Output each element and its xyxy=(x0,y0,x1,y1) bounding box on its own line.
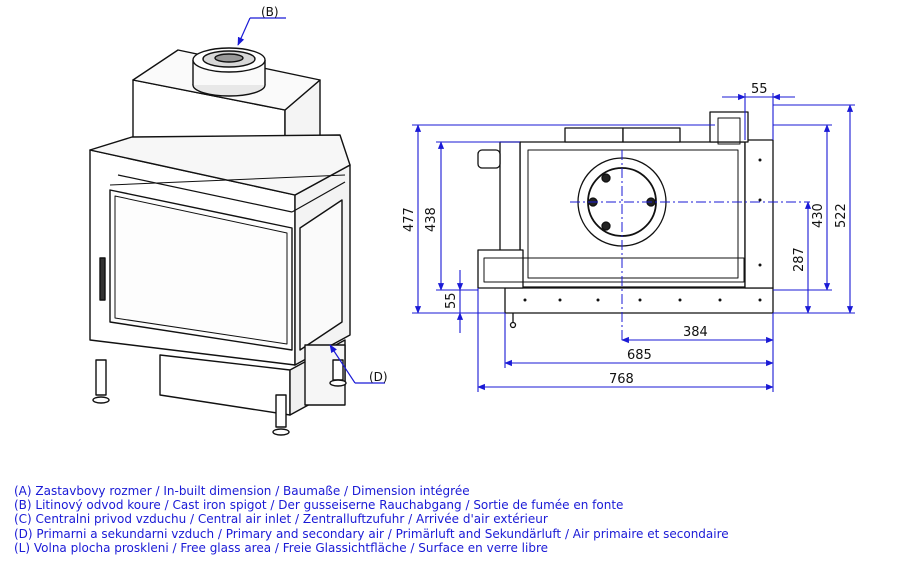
dim-287: 287 xyxy=(792,247,807,272)
dim-55-top: 55 xyxy=(751,82,768,97)
legend-item-l: (L) Volna plocha proskleni / Free glass … xyxy=(14,540,549,555)
legend: (A) Zastavbovy rozmer / In-built dimensi… xyxy=(14,484,894,555)
dim-522: 522 xyxy=(834,203,849,228)
dim-430: 430 xyxy=(811,203,826,228)
dim-477: 477 xyxy=(402,207,417,232)
label-spigot: (B) xyxy=(261,5,279,19)
smoke-spigot xyxy=(192,47,266,97)
dim-768: 768 xyxy=(609,372,634,387)
plinth xyxy=(159,354,291,416)
dim-55-left: 55 xyxy=(444,292,459,309)
legend-item-c: (C) Centralni privod vzduchu / Central a… xyxy=(14,512,548,527)
top-view xyxy=(477,111,774,329)
isometric-view xyxy=(89,47,351,436)
side-glass xyxy=(299,199,343,351)
dim-438: 438 xyxy=(424,207,439,232)
centre-lines xyxy=(570,150,810,340)
dim-685: 685 xyxy=(627,348,652,363)
front-glass-inner xyxy=(114,195,288,345)
top-box-1 xyxy=(564,127,624,143)
leg-front-right xyxy=(272,394,290,436)
label-air-inlet: (D) xyxy=(369,370,388,384)
body-top-lip xyxy=(89,134,351,196)
leaders xyxy=(237,17,385,384)
leg-back-right xyxy=(329,359,347,387)
dim-384: 384 xyxy=(683,325,708,340)
legend-item-a: (A) Zastavbovy rozmer / In-built dimensi… xyxy=(14,484,470,498)
dimension-lines xyxy=(412,93,855,392)
front-glass xyxy=(109,189,293,351)
plate-dots xyxy=(523,158,762,302)
leg-front-left xyxy=(92,359,110,404)
left-panel xyxy=(499,141,521,261)
legend-item-b: (B) Litinový odvod koure / Cast iron spi… xyxy=(14,498,624,513)
right-panel xyxy=(744,139,774,289)
legend-item-d: (D) Primarni a sekundarni vzduch / Prima… xyxy=(14,526,729,541)
top-box-2 xyxy=(622,127,681,143)
